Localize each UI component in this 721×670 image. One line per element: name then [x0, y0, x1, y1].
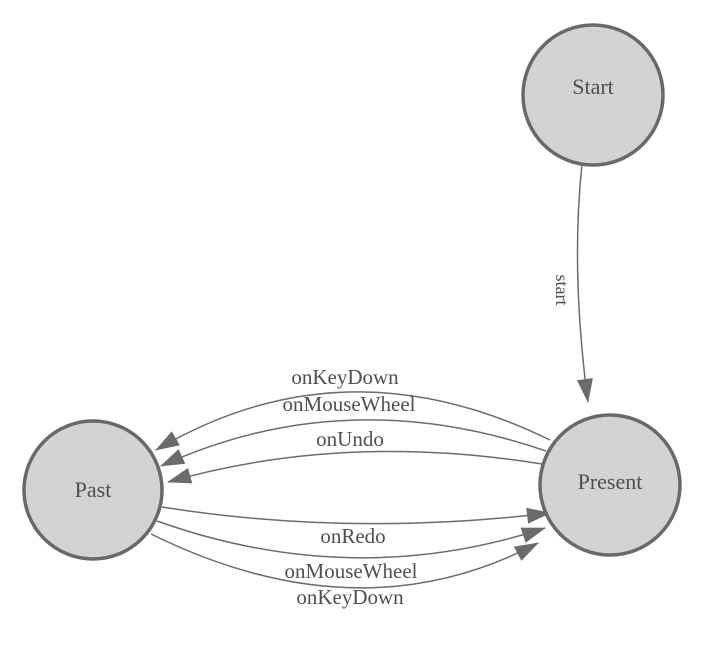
- edge-label-onredo-to-present: onRedo: [320, 524, 385, 548]
- edge-label-onmousewheel-to-past: onMouseWheel: [283, 392, 416, 416]
- edge-present-to-past-onmousewheel: [160, 419, 547, 467]
- edges: [150, 163, 593, 589]
- present-state-label: Present: [578, 469, 643, 494]
- start-state-circle: [521, 23, 665, 167]
- past-state-circle: [22, 419, 164, 561]
- edge-label-onkeydown-to-past: onKeyDown: [291, 365, 399, 389]
- start-state-label: Start: [572, 74, 614, 99]
- edge-past-to-present-onkeydown: [150, 533, 539, 589]
- edge-label-onkeydown-to-present: onKeyDown: [296, 585, 404, 609]
- edge-label-onmousewheel-to-present: onMouseWheel: [285, 559, 418, 583]
- edge-labels: start onKeyDown onMouseWheel onUndo onRe…: [283, 275, 572, 610]
- node-past: Past: [22, 419, 164, 561]
- edge-label-start: start: [552, 275, 572, 306]
- edge-present-to-past-onundo: [167, 450, 543, 484]
- edge-label-onundo-to-past: onUndo: [316, 427, 384, 451]
- edge-present-to-past-onkeydown: [155, 391, 551, 451]
- edge-past-to-present-onredo: [161, 506, 551, 525]
- edge-start-to-present: [576, 163, 593, 403]
- edge-past-to-present-onmousewheel: [156, 520, 546, 559]
- node-present: Present: [538, 413, 682, 557]
- present-state-circle: [538, 413, 682, 557]
- node-start: Start: [521, 23, 665, 167]
- past-state-label: Past: [75, 477, 112, 502]
